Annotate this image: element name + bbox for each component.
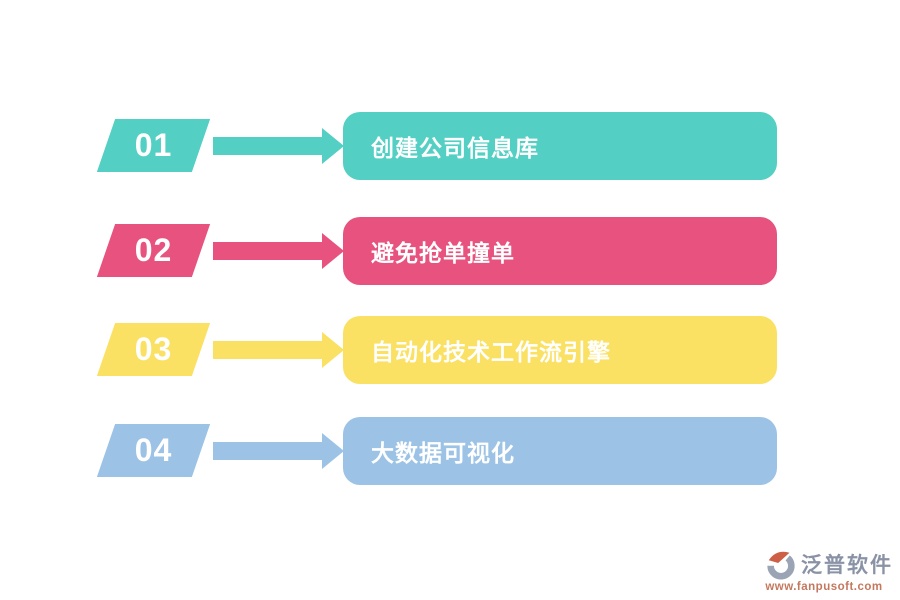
step-number: 04 <box>134 432 173 468</box>
arrow-icon <box>213 242 324 260</box>
step-number: 01 <box>134 127 173 163</box>
arrow-icon <box>213 341 324 359</box>
step-label-card: 大数据可视化 <box>343 417 777 485</box>
brand-url: www.fanpusoft.com <box>765 581 883 593</box>
step-label: 避免抢单撞单 <box>371 240 515 266</box>
step-row: 03 自动化技术工作流引擎 <box>0 316 900 384</box>
arrow-head-icon <box>322 233 344 269</box>
brand-name: 泛普软件 <box>801 554 893 577</box>
step-number: 02 <box>134 232 173 268</box>
fanpu-logo-icon <box>767 551 795 580</box>
arrow-head-icon <box>322 433 344 469</box>
step-label-card: 创建公司信息库 <box>343 112 777 180</box>
logo-swoosh <box>768 551 790 564</box>
step-number: 03 <box>134 331 173 367</box>
step-row: 01 创建公司信息库 <box>0 112 900 180</box>
step-label-card: 自动化技术工作流引擎 <box>343 316 777 384</box>
step-label-card: 避免抢单撞单 <box>343 217 777 285</box>
step-row: 04 大数据可视化 <box>0 417 900 485</box>
step-label: 自动化技术工作流引擎 <box>371 339 611 365</box>
arrow-icon <box>213 442 324 460</box>
branding: 泛普软件 www.fanpusoft.com <box>755 548 893 593</box>
arrow-icon <box>213 137 324 155</box>
arrow-head-icon <box>322 332 344 368</box>
step-label: 创建公司信息库 <box>371 135 539 161</box>
step-row: 02 避免抢单撞单 <box>0 217 900 285</box>
step-label: 大数据可视化 <box>371 440 515 466</box>
branding-row: 泛普软件 <box>755 548 893 580</box>
arrow-head-icon <box>322 128 344 164</box>
